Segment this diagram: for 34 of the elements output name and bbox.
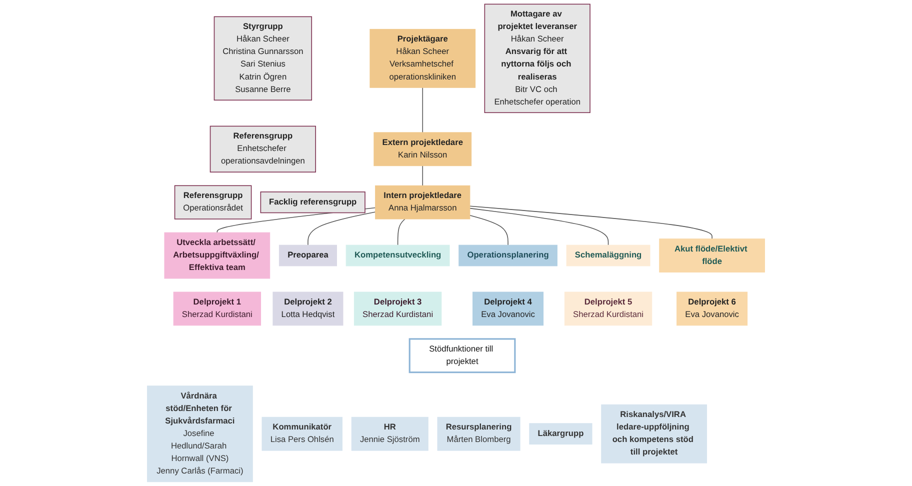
node-box: Vårdnära stöd/Enheten för Sjukvårdsfarmaci Josefine Hedlund/Sarah Hornwall (VNS) Jenny Carlås (Farmaci) bbox=[147, 386, 253, 482]
connector bbox=[422, 87, 424, 133]
node-box: Resursplanering Mårten Blomberg bbox=[437, 416, 520, 451]
node-box: Facklig referensgrupp bbox=[260, 192, 366, 214]
connector bbox=[308, 212, 376, 246]
node-box: Delprojekt 1 Sherzad Kurdistani bbox=[173, 292, 262, 326]
node-box: Kompetensutveckling bbox=[346, 244, 450, 266]
node-box: HR Jennie Sjöström bbox=[351, 416, 428, 451]
node-box: Delprojekt 4 Eva Jovanovic bbox=[472, 292, 544, 326]
node-box: Extern projektledare Karin Nilsson bbox=[374, 132, 472, 166]
node-box: Mottagare av projektet leveranser Håkan Scheer Ansvarig för att nyttorna följs och realiseras Bitr VC och Enhetschefer operation bbox=[484, 4, 590, 114]
node-box: Utveckla arbetssätt/ Arbetsuppgiftväxling/ Effektiva team bbox=[164, 232, 270, 279]
node-box: Operationsplanering bbox=[458, 244, 558, 266]
node-box: Läkargrupp bbox=[529, 423, 592, 445]
node-box: Kommunikatör Lisa Pers Ohlsén bbox=[262, 416, 342, 451]
node-box: Delprojekt 2 Lotta Hedqvist bbox=[272, 292, 344, 326]
node-box: Riskanalys/VIRA ledare-uppföljning och kompetens stöd till projektet bbox=[601, 404, 707, 464]
node-box: Delprojekt 6 Eva Jovanovic bbox=[676, 292, 748, 326]
node-box: Referensgrupp Operationsrådet bbox=[174, 185, 252, 220]
node-box: Stödfunktioner till projektet bbox=[408, 338, 516, 374]
node-box: Preoparea bbox=[278, 244, 337, 266]
connector bbox=[397, 218, 406, 246]
node-box: Referensgrupp Enhetschefer operationsavdelningen bbox=[210, 126, 316, 172]
node-box: Projektägare Håkan Scheer Verksamhetschef operationskliniken bbox=[370, 28, 476, 88]
connector bbox=[422, 165, 424, 186]
connector bbox=[470, 208, 609, 246]
node-box: Delprojekt 5 Sherzad Kurdistani bbox=[564, 292, 652, 326]
connector bbox=[470, 214, 508, 246]
node-box: Styrgrupp Håkan Scheer Christina Gunnarsson Sari Stenius Katrin Ögren Susanne Berre bbox=[214, 16, 312, 100]
node-box: Intern projektledare Anna Hjalmarsson bbox=[375, 185, 470, 220]
node-box: Akut flöde/Elektivt flöde bbox=[659, 238, 765, 272]
node-box: Schemaläggning bbox=[566, 244, 650, 266]
connector bbox=[470, 206, 712, 240]
node-box: Delprojekt 3 Sherzad Kurdistani bbox=[354, 292, 442, 326]
